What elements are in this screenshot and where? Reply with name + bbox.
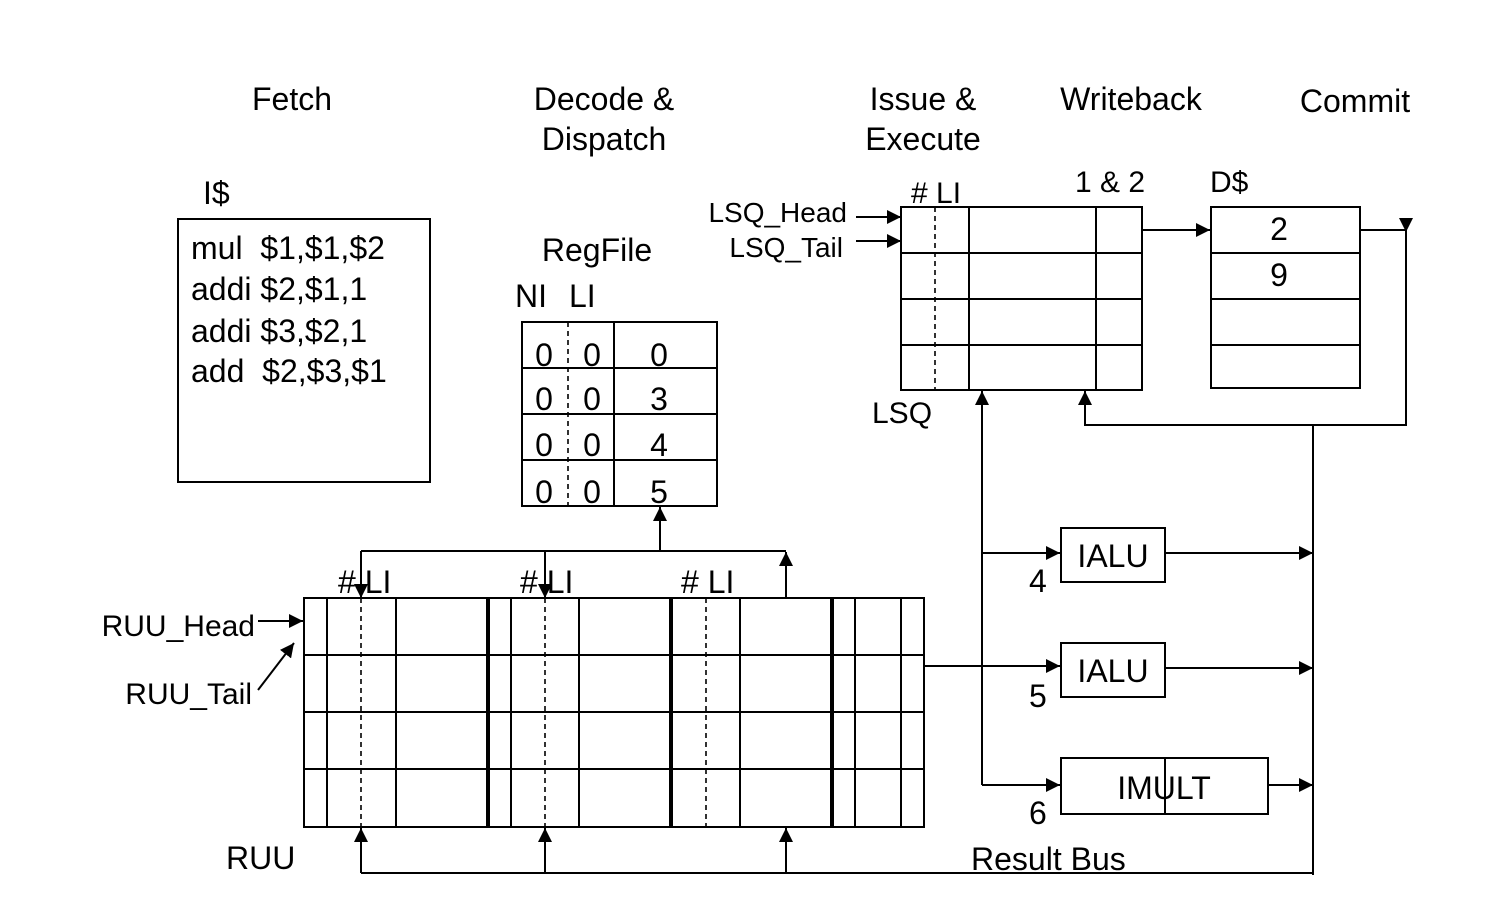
icache-instruction-1: mul $1,$1,$2 — [191, 230, 385, 266]
icache-box — [177, 218, 431, 483]
ruu-tail-label: RUU_Tail — [125, 678, 252, 711]
ruu-tail-arrow — [257, 642, 295, 691]
dcache-value-cell: 2 — [1270, 211, 1288, 247]
ruu-li-header-3: # LI — [681, 564, 734, 600]
regfile-title: RegFile — [542, 232, 652, 268]
stage-writeback-label: Writeback — [1060, 81, 1203, 117]
result-bus-label: Result Bus — [971, 841, 1126, 877]
regfile-ni-cell: 0 — [535, 474, 553, 510]
imult-port: 6 — [1029, 795, 1047, 831]
ruu-li-header-1: # LI — [338, 564, 391, 600]
ruu-head-label: RUU_Head — [102, 610, 255, 643]
lsq-table — [900, 206, 1143, 391]
stage-dispatch-label: Dispatch — [542, 121, 667, 157]
ialu-1-port: 4 — [1029, 563, 1047, 599]
writeback-ports-label: 1 & 2 — [1075, 166, 1145, 199]
ialu-1-label: IALU — [1077, 538, 1148, 574]
regfile-row: 0 0 4 — [535, 427, 668, 463]
regfile-value-cell: 5 — [650, 474, 668, 510]
commit-feedback-wire — [1078, 229, 1407, 426]
ialu-2-box — [1060, 642, 1166, 698]
regfile-ni-cell: 0 — [535, 427, 553, 463]
ruu-table — [303, 597, 925, 828]
regfile-row: 0 0 3 — [535, 381, 668, 417]
regfile-li-cell: 0 — [583, 474, 601, 510]
regfile-li-cell: 0 — [583, 427, 601, 463]
regfile-header-li: LI — [569, 278, 596, 314]
ruu-label: RUU — [226, 840, 295, 876]
icache-instruction-3: addi $3,$2,1 — [191, 313, 367, 349]
lsq-tail-label: LSQ_Tail — [729, 232, 843, 263]
regfile-ni-cell: 0 — [535, 337, 553, 373]
imult-label: IMULT — [1117, 770, 1211, 806]
regfile-value-cell: 0 — [650, 337, 668, 373]
regfile-ni-cell: 0 — [535, 381, 553, 417]
regfile-value-cell: 3 — [650, 381, 668, 417]
stage-commit-label: Commit — [1300, 83, 1410, 119]
regfile-row: 0 0 0 — [535, 337, 668, 373]
ialu-1-box — [1060, 527, 1166, 583]
lsq-li-header: # LI — [911, 177, 961, 210]
ialu-2-label: IALU — [1077, 653, 1148, 689]
lsq-label: LSQ — [872, 397, 932, 430]
dcache-value-cell: 9 — [1270, 257, 1288, 293]
ialu-2-port: 5 — [1029, 678, 1047, 714]
regfile-header-ni: NI — [515, 278, 547, 314]
regfile-value-cell: 4 — [650, 427, 668, 463]
icache-label: I$ — [203, 175, 230, 211]
lsq-head-label: LSQ_Head — [708, 197, 847, 228]
regfile-li-cell: 0 — [583, 337, 601, 373]
stage-issue-label: Issue & — [870, 81, 977, 117]
dcache-table — [1210, 206, 1361, 389]
stage-decode-label: Decode & — [534, 81, 675, 117]
dcache-label: D$ — [1210, 166, 1249, 199]
regfile-li-cell: 0 — [583, 381, 601, 417]
ruu-li-header-2: # LI — [520, 564, 573, 600]
stage-fetch-label: Fetch — [252, 81, 332, 117]
icache-instruction-2: addi $2,$1,1 — [191, 271, 367, 307]
icache-instruction-4: add $2,$3,$1 — [191, 353, 387, 389]
stage-execute-label: Execute — [865, 121, 981, 157]
regfile-row: 0 0 5 — [535, 474, 668, 510]
regfile-table — [521, 321, 718, 507]
